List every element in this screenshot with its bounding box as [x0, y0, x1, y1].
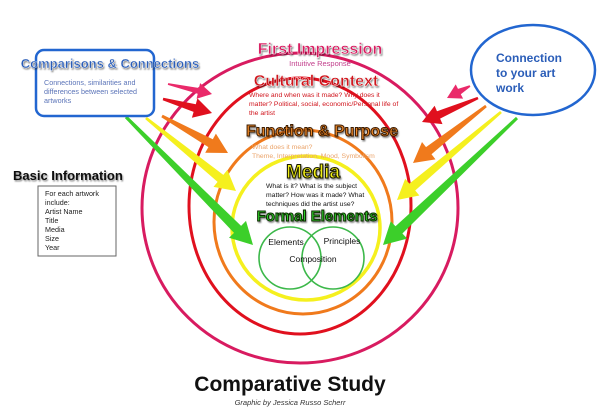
arrow-left-first-impression: [167, 83, 212, 99]
layer-title-cultural-context: Cultural Context: [254, 73, 379, 90]
layer-desc-media-3: techniques did the artist use?: [266, 201, 355, 208]
basic-info-item: For each artwork: [45, 189, 99, 198]
connection-line-1: Connection: [496, 51, 562, 65]
connection-line-2: to your art: [496, 66, 555, 80]
basic-info-item: Size: [45, 234, 59, 243]
arrow-right-formal-elements: [383, 116, 518, 246]
layer-desc-function-2: Theme, Interpretation, Mood, Symbolism: [252, 153, 375, 160]
basic-info-item: Media: [45, 225, 65, 234]
ring-first-impression: [140, 51, 460, 365]
right-arrows: [383, 84, 518, 246]
arrow-left-formal-elements: [124, 115, 254, 246]
arrow-left-cultural-context: [162, 97, 212, 118]
venn-label-composition: Composition: [289, 254, 337, 264]
basic-info-item: include:: [45, 198, 70, 207]
ring-cultural-context: [187, 76, 413, 336]
layer-title-formal-elements: Formal Elements: [257, 208, 378, 225]
ring-function-purpose: [212, 128, 394, 316]
arrow-right-function-purpose: [413, 104, 487, 163]
layer-desc-media-2: matter? How was it made? What: [266, 192, 364, 199]
arrow-left-function-purpose: [161, 114, 228, 153]
connection-ellipse: [469, 23, 597, 117]
comparisons-desc-1: Connections, similarities and: [44, 78, 135, 87]
arrow-right-cultural-context: [422, 96, 479, 125]
basic-info-title: Basic Information: [13, 168, 123, 183]
comparisons-desc-3: artworks: [44, 96, 72, 105]
diagram-title: Comparative Study: [194, 373, 386, 396]
layer-desc-first-impression: Intuitive Response: [289, 59, 351, 68]
left-arrows: [124, 83, 254, 246]
connection-line-3: work: [495, 81, 524, 95]
venn-circle-principles: [301, 226, 365, 290]
venn-circle-elements: [258, 226, 322, 290]
arrow-right-media: [397, 111, 502, 200]
comparisons-box: [34, 48, 156, 118]
layer-desc-cultural-1: Where and when was it made? Why does it: [249, 92, 380, 99]
arrow-left-media: [145, 117, 236, 191]
layer-desc-cultural-3: the artist: [249, 110, 275, 117]
layer-desc-cultural-2: matter? Political, social, economic/Pers…: [249, 101, 398, 108]
arrow-right-first-impression: [447, 84, 471, 99]
basic-info-item: Artist Name: [45, 207, 83, 216]
basic-info-item: Title: [45, 216, 58, 225]
layer-title-first-impression: First Impression: [258, 41, 382, 58]
basic-info-box: [37, 185, 117, 257]
comparisons-desc-2: differences between selected: [44, 87, 137, 96]
venn-label-principles: Principles: [324, 236, 361, 246]
comparisons-title: Comparisons & Connections: [21, 56, 199, 71]
diagram-credit: Graphic by Jessica Russo Scherr: [235, 398, 346, 407]
layer-desc-media-1: What is it? What is the subject: [266, 183, 357, 190]
layer-desc-function-1: What does it mean?: [252, 144, 313, 151]
layer-title-media: Media: [286, 162, 340, 183]
basic-info-item: Year: [45, 243, 60, 252]
layer-title-function-purpose: Function & Purpose: [246, 123, 398, 140]
venn-label-elements: Elements: [268, 237, 303, 247]
